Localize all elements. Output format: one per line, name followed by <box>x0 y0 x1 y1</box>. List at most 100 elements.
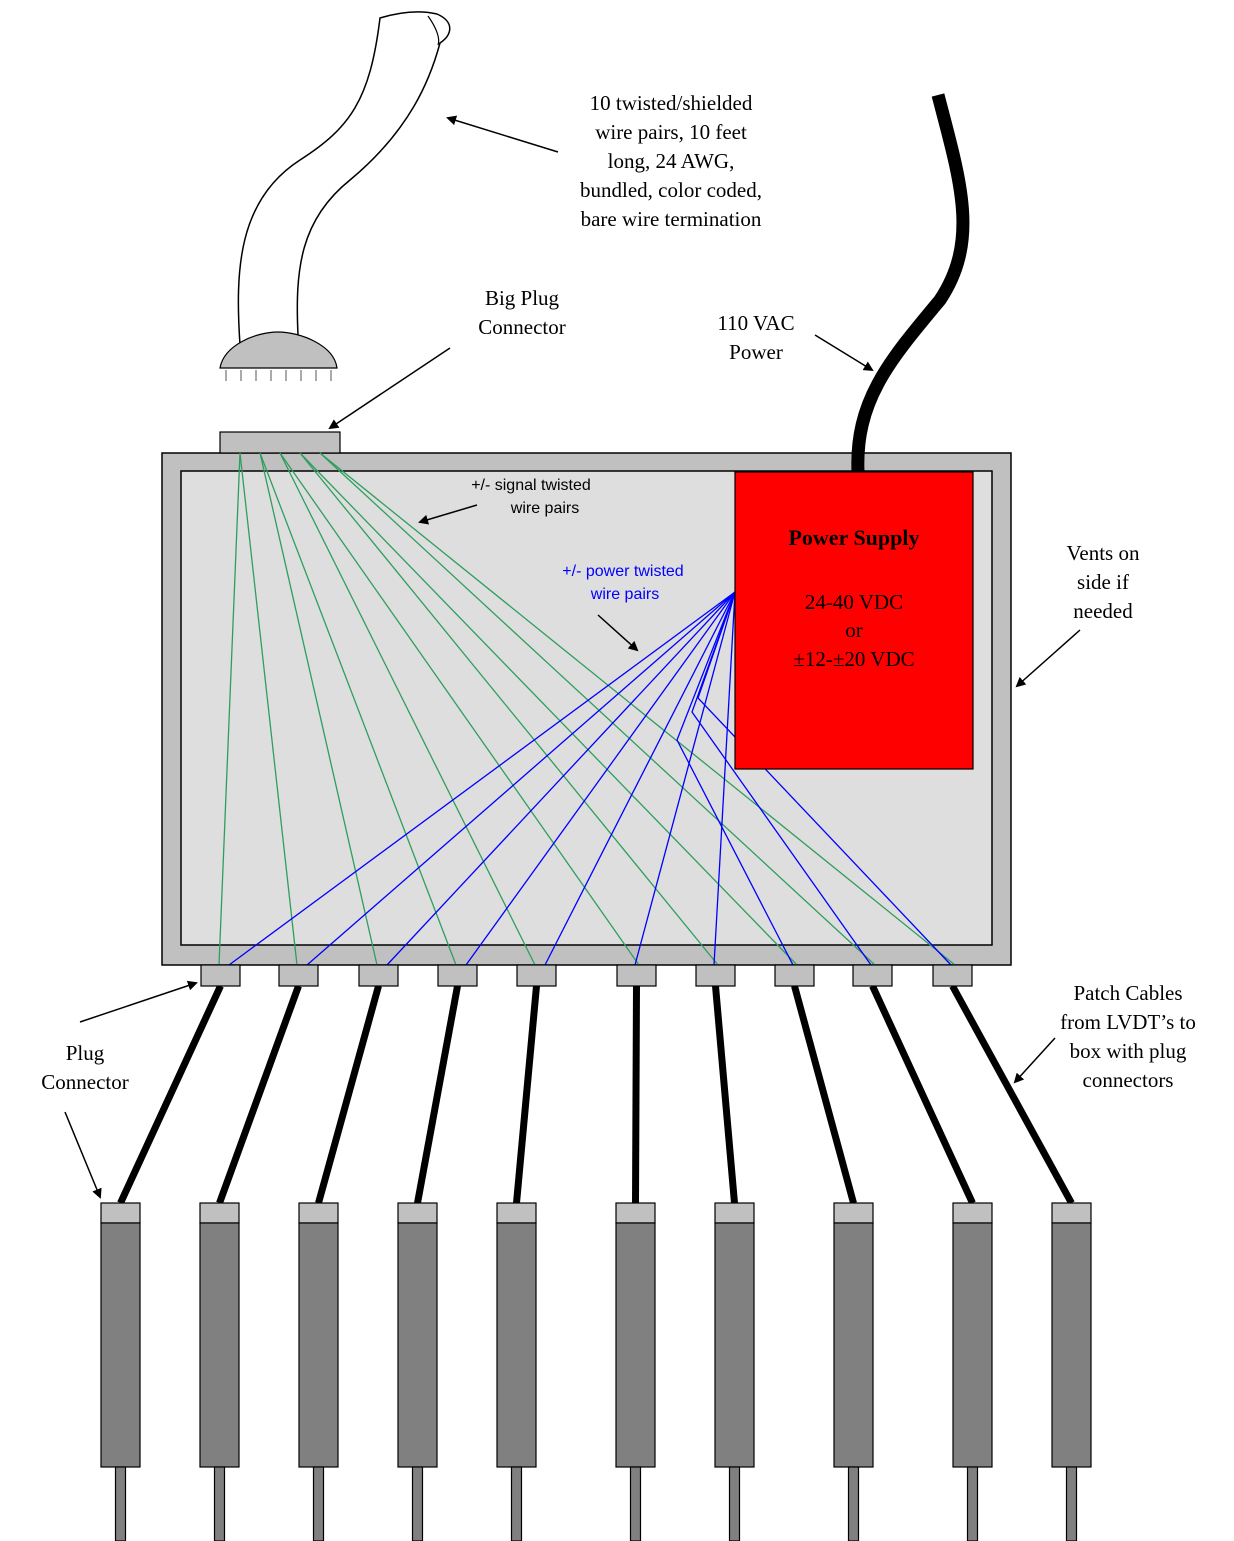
power-pairs-label: +/- power twisted wire pairs <box>562 563 683 603</box>
signal-wire <box>239 452 298 966</box>
box-plug-connector <box>358 964 399 987</box>
power-pairs-label-line-1: +/- power twisted <box>562 563 683 580</box>
power-wire <box>465 591 736 966</box>
power-in-label-line-1: 110 VAC <box>717 311 794 335</box>
patch-cable <box>414 985 461 1204</box>
vents-label-line-2: side if <box>1077 570 1129 594</box>
cable-bundle-tip <box>427 15 440 46</box>
power-wire <box>228 591 736 966</box>
power-supply <box>734 471 974 770</box>
signal-pairs-label-line-1: +/- signal twisted <box>471 477 591 494</box>
big-plug-label: Big Plug Connector <box>478 286 565 339</box>
lvdt-body <box>952 1222 993 1468</box>
vents-label-line-3: needed <box>1073 599 1133 623</box>
signal-wire-group <box>218 452 956 966</box>
patch-cable <box>117 984 224 1205</box>
lvdt-rod <box>1065 1466 1078 1541</box>
signal-wire <box>259 452 457 966</box>
big-plug-label-line-1: Big Plug <box>485 286 560 310</box>
vents-arrow <box>1015 629 1081 688</box>
plug-connector-arrow-bottom <box>64 1111 102 1199</box>
lvdt-body <box>496 1222 537 1468</box>
lvdt-body <box>100 1222 141 1468</box>
power-wire <box>676 591 794 966</box>
power-wire <box>306 591 736 966</box>
lvdt-body <box>199 1222 240 1468</box>
power-supply-spec-1: 24-40 VDC <box>805 590 903 614</box>
lvdt-rod <box>847 1466 860 1541</box>
power-wire <box>634 591 736 966</box>
lvdt-body <box>714 1222 755 1468</box>
patch-cables-label-line-4: connectors <box>1083 1068 1174 1092</box>
power-supply-spec-2: or <box>845 618 863 642</box>
signal-pairs-label: +/- signal twisted wire pairs <box>471 477 591 517</box>
signal-pairs-arrow <box>418 504 478 525</box>
box-plug-connector <box>774 964 815 987</box>
signal-wire <box>259 452 378 966</box>
lvdt-rod <box>312 1466 325 1541</box>
box-plug-connector <box>437 964 478 987</box>
patch-cables-arrow <box>1013 1037 1056 1084</box>
patch-cables-label-line-1: Patch Cables <box>1073 981 1182 1005</box>
lvdt-plug-connector <box>952 1202 993 1224</box>
big-plug-arrow <box>328 347 451 430</box>
box-plug-connector <box>200 964 241 987</box>
lvdt-body <box>397 1222 438 1468</box>
power-wire <box>544 591 736 966</box>
patch-cables-label: Patch Cables from LVDT’s to box with plu… <box>1060 981 1196 1092</box>
patch-cable <box>949 984 1075 1205</box>
patch-cable <box>632 985 640 1204</box>
cable-bundle <box>237 11 451 346</box>
power-in-arrow <box>814 334 874 372</box>
plug-connector-label-line-1: Plug <box>66 1041 105 1065</box>
lvdt-rod <box>114 1466 127 1541</box>
patch-cable <box>513 985 540 1204</box>
plug-connector-label-line-2: Connector <box>41 1070 128 1094</box>
plug-connector-label: Plug Connector <box>41 1041 128 1094</box>
lvdt-rod <box>966 1466 979 1541</box>
lvdt-plug-connector <box>100 1202 141 1224</box>
power-in-label: 110 VAC Power <box>717 311 794 364</box>
patch-cable <box>315 985 382 1204</box>
lvdt-rod <box>728 1466 741 1541</box>
big-plug-connector <box>219 431 341 454</box>
patch-cable <box>216 984 302 1205</box>
signal-wire <box>319 452 876 966</box>
plug-connector-arrow-top <box>79 980 198 1023</box>
signal-wire <box>319 452 956 966</box>
power-wire <box>713 591 736 966</box>
power-in-label-line-2: Power <box>729 340 783 364</box>
lvdt-rod <box>510 1466 523 1541</box>
lvdt-plug-connector <box>833 1202 874 1224</box>
cable-bundle-arrow <box>446 115 559 153</box>
lvdt-plug-connector <box>298 1202 339 1224</box>
cable-bundle-label-line-3: long, 24 AWG, <box>608 149 735 173</box>
patch-cable <box>712 985 738 1204</box>
lvdt-body <box>1051 1222 1092 1468</box>
signal-wire <box>218 452 241 966</box>
power-cord <box>851 93 970 473</box>
power-supply-title: Power Supply <box>788 525 919 550</box>
box-plug-connector <box>932 964 973 987</box>
big-plug-label-line-2: Connector <box>478 315 565 339</box>
lvdt-plug-connector <box>615 1202 656 1224</box>
box-plug-connector <box>278 964 319 987</box>
cable-bundle-label-line-5: bare wire termination <box>581 207 762 231</box>
lvdt-body <box>833 1222 874 1468</box>
patch-cables-label-line-3: box with plug <box>1070 1039 1187 1063</box>
lvdt-group <box>100 1202 1092 1541</box>
patch-cable <box>791 985 857 1204</box>
vents-label-line-1: Vents on <box>1067 541 1140 565</box>
lvdt-body <box>615 1222 656 1468</box>
signal-wire <box>279 452 640 966</box>
vents-label: Vents on side if needed <box>1067 541 1140 623</box>
lvdt-plug-connector <box>1051 1202 1092 1224</box>
power-wire <box>697 591 952 966</box>
patch-cables-label-line-2: from LVDT’s to <box>1060 1010 1196 1034</box>
cable-bundle-label-line-4: bundled, color coded, <box>580 178 762 202</box>
signal-wire <box>299 452 798 966</box>
box-plug-connector <box>695 964 736 987</box>
lvdt-body <box>298 1222 339 1468</box>
lvdt-rod <box>411 1466 424 1541</box>
box-plug-connector <box>852 964 893 987</box>
